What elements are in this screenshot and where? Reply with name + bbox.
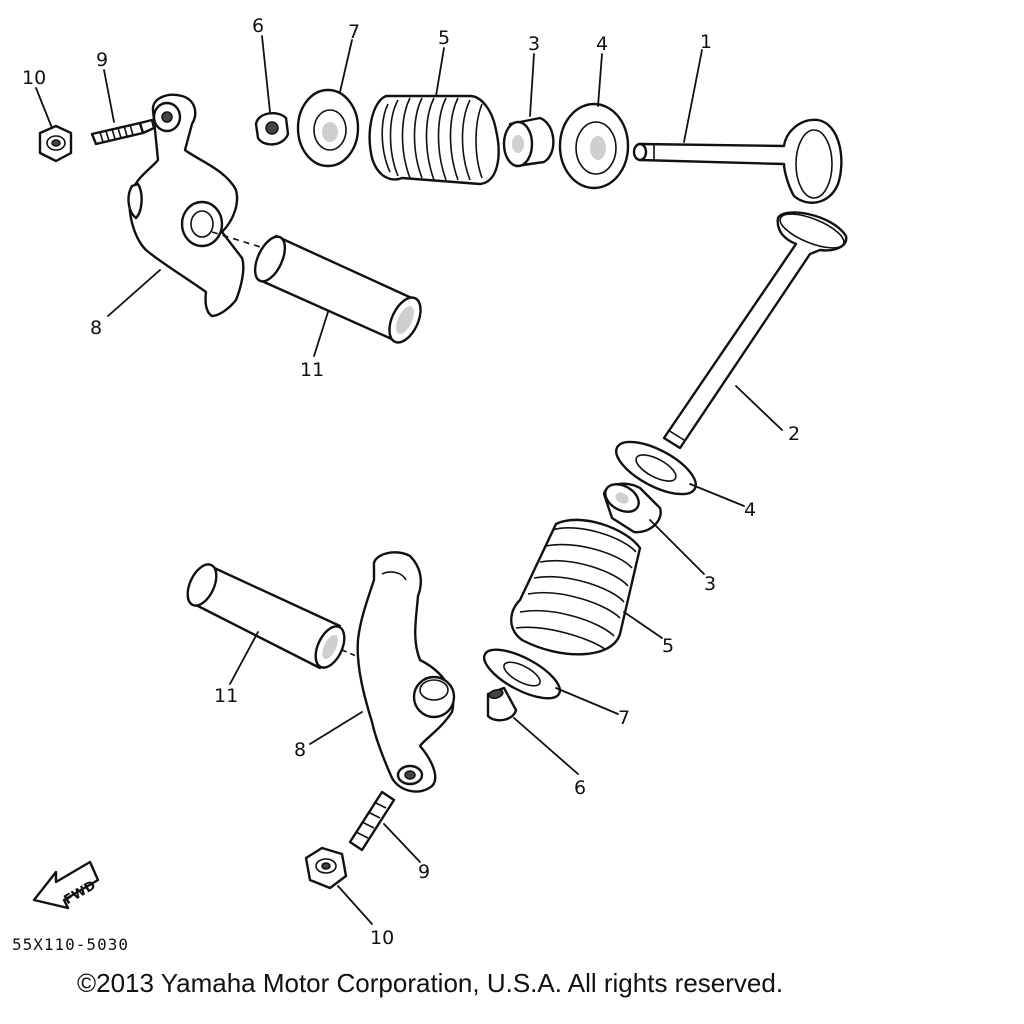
spring-seat-part-bottom [615, 440, 697, 496]
callout-10-bottom: 10 [370, 927, 394, 949]
locknut-part-top [38, 124, 73, 163]
callout-8-top: 8 [90, 317, 102, 339]
callout-11-bottom: 11 [214, 685, 238, 707]
callout-3-bottom: 3 [704, 573, 716, 595]
callout-7-bottom: 7 [618, 707, 630, 729]
adjusting-screw-part-bottom [348, 790, 396, 852]
rocker-arm-part-top [127, 93, 245, 318]
callout-6-bottom: 6 [574, 777, 586, 799]
rocker-shaft-part-bottom [186, 563, 357, 670]
leader-lines [35, 35, 783, 925]
valve-spring-part-top [368, 94, 500, 186]
valve-cotter-part-top [254, 112, 290, 146]
rocker-shaft-part-top [211, 231, 422, 344]
callout-8-bottom: 8 [294, 739, 306, 761]
copyright-notice: ©2013 Yamaha Motor Corporation, U.S.A. A… [76, 968, 784, 998]
adjusting-screw-part-top [90, 118, 156, 146]
intake-valve-part [662, 211, 848, 450]
valve-cotter-part-bottom [486, 686, 518, 722]
callout-9-bottom: 9 [418, 861, 430, 883]
rocker-arm-part-bottom [356, 551, 456, 793]
callout-3-top: 3 [528, 33, 540, 55]
callout-10-top: 10 [22, 67, 46, 89]
exhaust-valve-part [632, 118, 843, 204]
oil-seal-part-bottom [602, 482, 662, 534]
callout-9-top: 9 [96, 49, 108, 71]
callout-1: 1 [700, 31, 712, 53]
callout-2: 2 [788, 423, 800, 445]
forward-arrow-icon: FWD [32, 860, 100, 910]
callout-4-top: 4 [596, 33, 608, 55]
callout-5-bottom: 5 [662, 635, 674, 657]
callout-7-top: 7 [348, 21, 360, 43]
spring-seat-part-top [558, 102, 630, 190]
spring-retainer-part-top [296, 88, 360, 168]
callout-5-top: 5 [438, 27, 450, 49]
oil-seal-part-top [502, 116, 555, 168]
locknut-part-bottom [304, 846, 348, 890]
callout-labels: 10 9 6 7 5 3 4 1 8 11 2 4 3 5 7 6 11 8 9… [22, 15, 800, 949]
callout-6-top: 6 [252, 15, 264, 37]
callout-11-top: 11 [300, 359, 324, 381]
diagram-code: 55X110-5030 [12, 935, 129, 954]
spring-retainer-part-bottom [482, 648, 562, 700]
callout-4-bottom: 4 [744, 499, 756, 521]
valve-spring-part-bottom [510, 518, 642, 656]
